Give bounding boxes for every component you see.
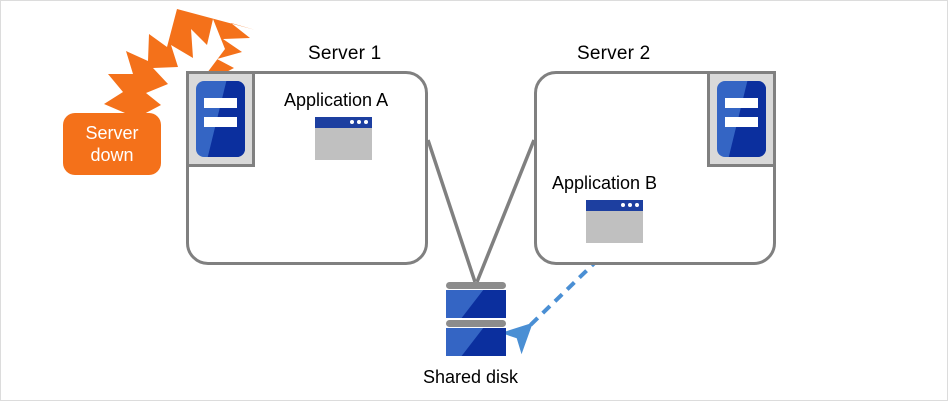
window-titlebar	[586, 200, 643, 211]
window-dot-icon	[350, 120, 354, 124]
window-dots	[621, 203, 639, 207]
window-dot-icon	[364, 120, 368, 124]
window-dots	[350, 120, 368, 124]
connector-server1-to-disk	[426, 139, 477, 283]
disk-unit	[446, 290, 506, 318]
disk-cap	[446, 282, 506, 289]
application-a-label: Application A	[284, 90, 389, 110]
shared-disk-label: Shared disk	[423, 367, 519, 387]
application-window-icon	[315, 117, 372, 160]
machine-slot-bar	[725, 98, 758, 108]
connector-server2-to-disk	[475, 139, 536, 283]
window-dot-icon	[357, 120, 361, 124]
window-titlebar	[315, 117, 372, 128]
application-window-icon	[586, 200, 643, 243]
server2-title: Server 2	[577, 43, 651, 64]
disk-stack-icon	[446, 282, 506, 361]
machine-slot-bar	[204, 98, 237, 108]
machine-body	[196, 81, 245, 157]
application-b-label: Application B	[552, 173, 658, 193]
machine-slot-bar	[725, 117, 758, 127]
window-dot-icon	[635, 203, 639, 207]
window-dot-icon	[628, 203, 632, 207]
server-down-line1: Server	[85, 123, 139, 143]
machine-slot-bar	[204, 117, 237, 127]
server-down-badge: Server down	[63, 113, 161, 175]
server-machine-icon	[186, 71, 255, 167]
server-machine-icon	[707, 71, 776, 167]
disk-unit	[446, 328, 506, 356]
disk-cap	[446, 320, 506, 327]
window-dot-icon	[621, 203, 625, 207]
server-down-line2: down	[90, 145, 134, 165]
machine-body	[717, 81, 766, 157]
server1-title: Server 1	[308, 43, 382, 64]
